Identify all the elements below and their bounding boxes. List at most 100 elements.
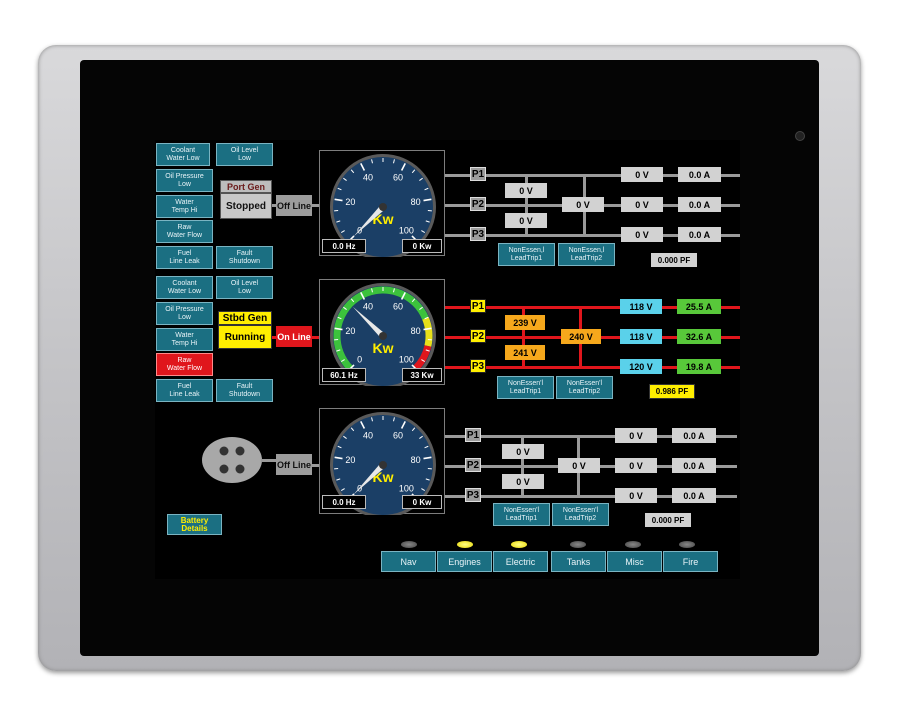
phase-label-p3: P3 [465, 488, 481, 502]
gauge-unit-label: Kw [373, 340, 394, 356]
gauge-tick [400, 162, 406, 171]
gauge-tick-label: 80 [411, 326, 421, 336]
line-voltage-2: 0 V [505, 213, 547, 228]
shore-plug-icon [202, 437, 262, 483]
nav-tab-fire[interactable]: Fire [663, 551, 718, 572]
gauge-tick [421, 488, 426, 492]
gauge-tick [340, 359, 345, 363]
gauge-tick [393, 417, 395, 422]
wire [445, 435, 465, 438]
gauge-tick [337, 187, 342, 191]
wire [272, 204, 276, 207]
frequency-readout: 60.1 Hz [322, 368, 366, 382]
nav-tab-tanks[interactable]: Tanks [551, 551, 606, 572]
kw-readout: 0 Kw [402, 239, 442, 253]
nav-tab-engines[interactable]: Engines [437, 551, 492, 572]
camera-sensor [795, 131, 805, 141]
gauge-tick [337, 316, 342, 320]
gauge-tick [360, 162, 366, 171]
gauge-hub [379, 461, 387, 469]
power-factor: 0.986 PF [649, 384, 695, 399]
gauge-tick [350, 427, 355, 432]
gauge-tick-label: 20 [345, 326, 355, 336]
vertical-wire [522, 306, 525, 369]
phase-label-p2: P2 [470, 329, 486, 343]
gauge-tick [334, 456, 343, 460]
phase-voltage-2: 0 V [621, 197, 663, 212]
kw-readout: 33 Kw [402, 368, 442, 382]
line-voltage-avg: 0 V [558, 458, 600, 473]
phase-current-2: 0.0 A [678, 197, 721, 212]
nav-tab-misc[interactable]: Misc [607, 551, 662, 572]
nav-indicator-led [625, 541, 641, 548]
bus-wire [486, 336, 740, 339]
gauge-hub [379, 203, 387, 211]
wire [312, 204, 320, 207]
wire [312, 464, 320, 467]
phase-current-3: 0.0 A [678, 227, 721, 242]
phase-voltage-3: 0 V [615, 488, 657, 503]
gauge-tick [334, 198, 343, 202]
gauge-yellow-band [422, 317, 433, 347]
bus-wire [481, 465, 737, 468]
nav-tab-electric[interactable]: Electric [493, 551, 548, 572]
line-voltage-2: 0 V [502, 474, 544, 489]
gauge-tick [423, 456, 432, 460]
gauge-tick [411, 427, 416, 432]
gauge-needle [352, 306, 386, 339]
frequency-readout: 0.0 Hz [322, 239, 366, 253]
phase-voltage-1: 118 V [620, 299, 662, 314]
wire [445, 465, 465, 468]
nav-indicator-led [457, 541, 473, 548]
phase-current-2: 32.6 A [677, 329, 721, 344]
gauge-green-band [333, 286, 429, 371]
gauge-tick [343, 435, 347, 439]
generator-name: Port Gen [220, 180, 272, 193]
wire [261, 459, 276, 462]
gauge-tick [350, 298, 355, 303]
gauge-tick-label: 20 [345, 455, 355, 465]
gauge-tick-label: 20 [345, 197, 355, 207]
gauge-tick-label: 40 [363, 302, 373, 312]
power-factor: 0.000 PF [651, 253, 697, 267]
gauge-tick [400, 291, 406, 300]
gauge-tick [411, 169, 416, 174]
gauge-tick [423, 198, 432, 202]
wire [445, 366, 470, 369]
generator-status: Running [218, 325, 272, 349]
nav-tab-nav[interactable]: Nav [381, 551, 436, 572]
gauge-tick [337, 445, 342, 449]
gauge-tick [334, 327, 343, 331]
gauge-tick [393, 159, 395, 164]
nav-indicator-led [679, 541, 695, 548]
gauge-red-band [412, 345, 432, 372]
gauge-tick [421, 359, 426, 363]
line-voltage-1: 239 V [505, 315, 545, 330]
phase-current-2: 0.0 A [672, 458, 716, 473]
